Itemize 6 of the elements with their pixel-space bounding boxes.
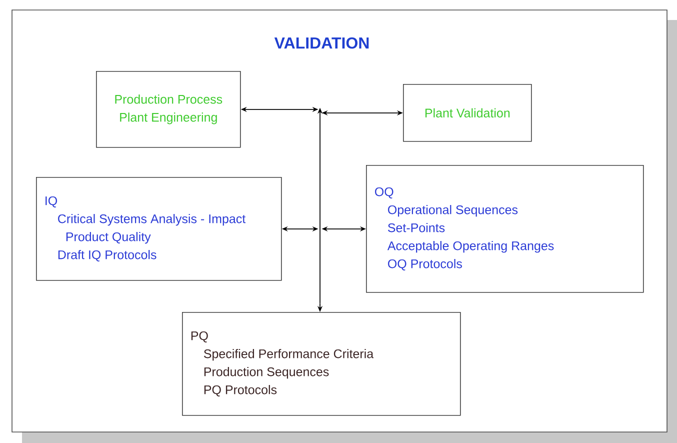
process-box: Plant Validation (403, 84, 532, 142)
title: VALIDATION (274, 37, 369, 49)
process-box: PQ Specified Performance Criteria Production Sequences PQ Protocols (182, 312, 461, 416)
process-box: OQ Operational Sequences Set-Points Acceptable Operating Ranges OQ Protocols (366, 164, 644, 293)
process-box: Production Process Plant Engineering (96, 71, 241, 148)
process-box: IQ Critical Systems Analysis - Impact Product Quality Draft IQ Protocols (36, 177, 282, 281)
